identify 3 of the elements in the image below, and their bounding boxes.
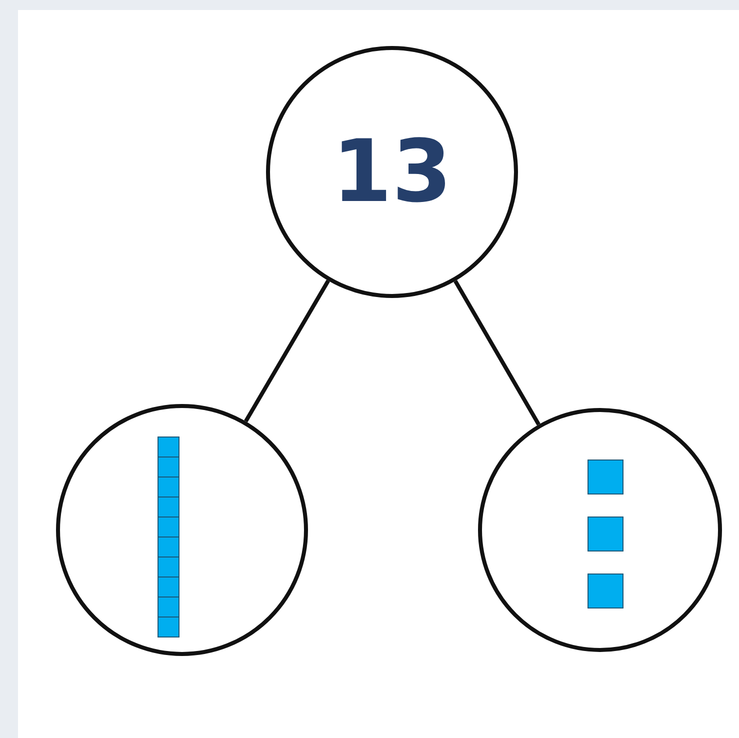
connector-line: [454, 280, 540, 426]
number-label: 13: [332, 129, 452, 215]
connector-line: [244, 280, 330, 422]
